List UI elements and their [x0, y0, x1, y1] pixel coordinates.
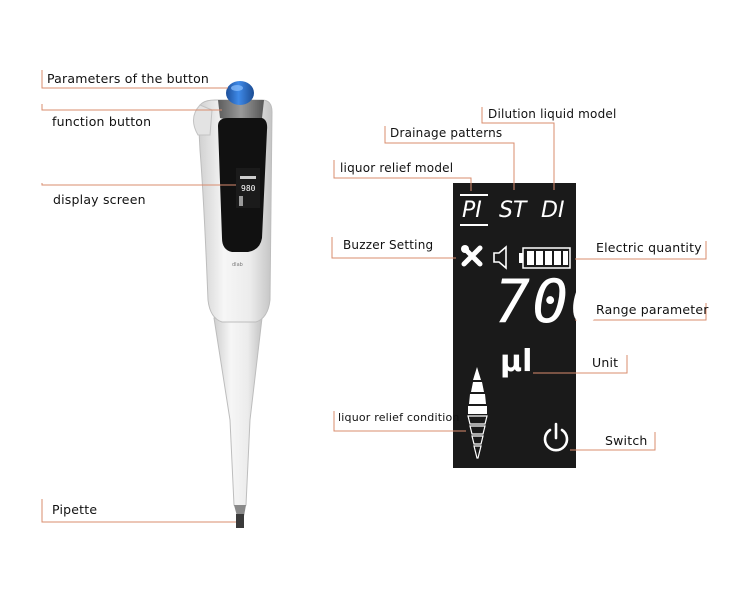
finger-rest	[193, 104, 213, 136]
label-unit: Unit	[592, 355, 619, 370]
brand-logo: dlab	[232, 262, 243, 268]
leader-unit	[533, 355, 628, 374]
leader-pipette	[41, 499, 236, 523]
pipette-shaft	[213, 317, 263, 513]
pipette-tip-end	[236, 514, 244, 528]
plunger-button[interactable]	[226, 81, 254, 105]
label-liquor-relief-model: liquor relief model	[340, 161, 454, 175]
mini-lcd-value: 980	[241, 184, 256, 193]
leader-function-button	[41, 104, 222, 111]
power-icon[interactable]	[543, 422, 569, 452]
lcd-panel	[453, 183, 576, 468]
leader-range	[575, 303, 707, 321]
pipette-illustration: 980 dlab	[193, 81, 273, 528]
label-switch: Switch	[605, 433, 648, 448]
label-drainage-patterns: Drainage patterns	[390, 126, 503, 140]
speaker-icon	[493, 245, 507, 270]
leader-parameters-button	[41, 70, 228, 89]
leader-liquor-condition	[333, 411, 466, 432]
mode-di: DI	[541, 198, 565, 223]
leader-drainage	[384, 126, 515, 190]
label-electric-quantity: Electric quantity	[596, 240, 702, 255]
label-range-parameter: Range parameter	[596, 302, 709, 317]
label-display-screen: display screen	[53, 192, 146, 207]
mode-pi: PI	[462, 198, 482, 223]
label-buzzer-setting: Buzzer Setting	[343, 238, 434, 252]
leader-liquor-model	[333, 160, 472, 191]
mini-lcd-bar	[240, 176, 256, 179]
label-pipette: Pipette	[52, 502, 98, 517]
battery-icon	[519, 247, 571, 269]
label-function-button: function button	[52, 114, 152, 129]
mode-st: ST	[499, 198, 527, 223]
liquid-level-icon	[467, 367, 488, 459]
lcd-display-enlarged	[453, 183, 576, 468]
range-value: 700	[494, 267, 609, 337]
leader-dilution	[481, 107, 555, 190]
leader-lines	[41, 70, 707, 523]
unit-value: µl	[500, 344, 533, 379]
label-dilution-liquid-model: Dilution liquid model	[488, 107, 617, 121]
leader-buzzer	[331, 237, 456, 259]
label-liquor-relief-condition: liquor relief condition	[338, 411, 460, 424]
wrench-icon	[461, 245, 483, 267]
plunger-highlight	[231, 85, 243, 91]
leader-display-screen	[41, 183, 236, 186]
mini-lcd-cone	[239, 196, 243, 206]
label-parameters-button: Parameters of the button	[47, 71, 210, 86]
function-button[interactable]	[218, 100, 264, 121]
leader-electric	[575, 241, 707, 260]
leader-switch	[570, 432, 656, 451]
pipette-tip	[234, 505, 246, 516]
